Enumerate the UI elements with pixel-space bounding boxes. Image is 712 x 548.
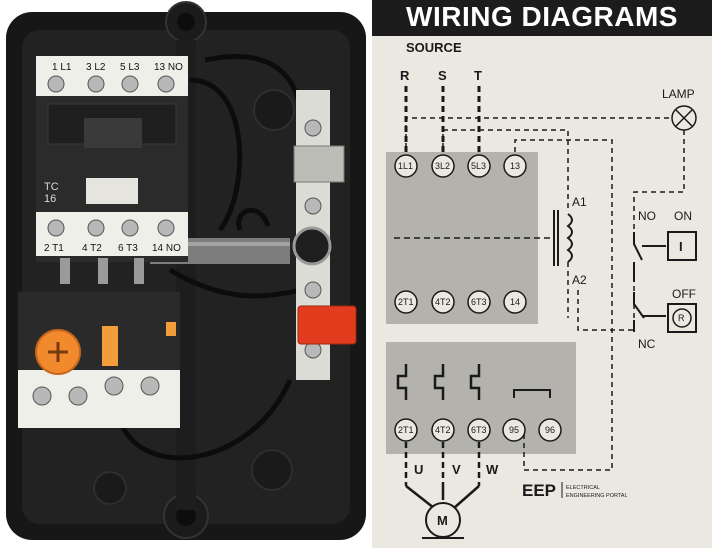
contactor-model: TC bbox=[44, 181, 59, 193]
phase-s: S bbox=[438, 68, 447, 83]
pushbutton-upper[interactable] bbox=[293, 145, 345, 183]
link-3 bbox=[134, 258, 144, 284]
contactor-model-number: 16 bbox=[44, 193, 56, 205]
starter-photo-drawing: 1 L1 3 L2 5 L3 13 NO TC 16 2 T1 4 T2 6 T… bbox=[6, 1, 366, 540]
on-button-box[interactable] bbox=[667, 231, 697, 261]
on-symbol: I bbox=[679, 239, 683, 254]
terminal-4T2: 4T2 bbox=[435, 297, 451, 307]
terminal-5L3: 5L3 bbox=[471, 161, 486, 171]
terminal-2T1: 2T1 bbox=[398, 297, 414, 307]
terminal-1L1: 1L1 bbox=[398, 161, 413, 171]
source-label: SOURCE bbox=[406, 40, 462, 55]
eep-logo-line1: ELECTRICAL bbox=[566, 485, 600, 491]
bottom-mounting-hole bbox=[176, 506, 196, 526]
overload-trip-contact bbox=[513, 389, 551, 398]
overload-test-tab[interactable] bbox=[166, 322, 176, 336]
terminal-13: 13 bbox=[510, 161, 520, 171]
contactor-bottom-label-4: 14 NO bbox=[152, 243, 181, 254]
wire-3 bbox=[168, 267, 301, 299]
contactor-bottom-label-3: 6 T3 bbox=[118, 243, 138, 254]
source-feeds bbox=[404, 86, 481, 152]
wiring-diagram-panel: SOURCE R S T LAMP 1L1 3L2 5L3 13 A1 A2 N… bbox=[372, 0, 712, 548]
wire-1 bbox=[189, 77, 243, 232]
contactor-actuator bbox=[84, 118, 142, 148]
contactor-nameplate bbox=[86, 178, 138, 204]
top-terminal-circles bbox=[394, 154, 527, 178]
coil-a2-label: A2 bbox=[572, 273, 587, 287]
motor-label: M bbox=[437, 513, 448, 528]
contactor-top-label-1: 1 L1 bbox=[52, 62, 72, 73]
link-1 bbox=[60, 258, 70, 284]
lamp-label: LAMP bbox=[662, 87, 695, 101]
coil-symbol bbox=[566, 213, 573, 263]
wiring-diagram: SOURCE R S T LAMP 1L1 3L2 5L3 13 A1 A2 N… bbox=[386, 40, 697, 539]
mid-terminal-circles bbox=[394, 290, 527, 314]
thermal-elements bbox=[396, 364, 481, 400]
off-label: OFF bbox=[672, 287, 696, 301]
terminal-3L2: 3L2 bbox=[435, 161, 450, 171]
boss-bottom-left bbox=[93, 471, 127, 505]
ol-terminal-2T1: 2T1 bbox=[398, 425, 414, 435]
ol-terminal-96: 96 bbox=[545, 425, 555, 435]
diagram-title: WIRING DIAGRAMS bbox=[372, 0, 712, 36]
overload-terminal-circles bbox=[394, 418, 562, 442]
eep-logo-line2: ENGINEERING PORTAL bbox=[566, 493, 628, 499]
stop-button[interactable] bbox=[297, 305, 357, 345]
terminal-14: 14 bbox=[510, 297, 520, 307]
motor-lead-u: U bbox=[414, 462, 423, 477]
phase-t: T bbox=[474, 68, 482, 83]
starter-photo: 1 L1 3 L2 5 L3 13 NO TC 16 2 T1 4 T2 6 T… bbox=[6, 1, 366, 540]
overload-reset-button[interactable] bbox=[102, 326, 118, 366]
on-label: ON bbox=[674, 209, 692, 223]
contactor-bottom-screws bbox=[47, 219, 175, 237]
contactor-top-label-2: 3 L2 bbox=[86, 62, 106, 73]
contactor-top-screws bbox=[47, 75, 175, 93]
motor-leads bbox=[404, 442, 481, 486]
contactor-bottom-label-1: 2 T1 bbox=[44, 243, 64, 254]
no-label: NO bbox=[638, 209, 656, 223]
wire-5 bbox=[236, 207, 271, 231]
top-mounting-hole bbox=[177, 13, 195, 31]
boss-top-right bbox=[253, 89, 295, 131]
phase-r: R bbox=[400, 68, 410, 83]
motor-lead-w: W bbox=[486, 462, 499, 477]
contactor-top-label-3: 5 L3 bbox=[120, 62, 140, 73]
contactor-top-label-4: 13 NO bbox=[154, 62, 183, 73]
link-2 bbox=[98, 258, 108, 284]
coil-a1-label: A1 bbox=[572, 195, 587, 209]
wire-4 bbox=[117, 378, 293, 461]
off-symbol: R bbox=[678, 313, 685, 323]
ol-terminal-6T3: 6T3 bbox=[471, 425, 487, 435]
ol-terminal-4T2: 4T2 bbox=[435, 425, 451, 435]
terminal-6T3: 6T3 bbox=[471, 297, 487, 307]
indicator-lamp bbox=[292, 226, 332, 266]
off-pushbutton-symbol bbox=[633, 292, 645, 332]
eep-logo: EEP bbox=[522, 481, 556, 500]
contactor-bottom-label-2: 4 T2 bbox=[82, 243, 102, 254]
control-wiring bbox=[405, 117, 685, 471]
boss-bottom-right bbox=[251, 449, 293, 491]
nc-label: NC bbox=[638, 337, 656, 351]
ol-terminal-95: 95 bbox=[509, 425, 519, 435]
overload-screws bbox=[32, 376, 160, 406]
on-pushbutton-symbol bbox=[633, 232, 643, 282]
motor-lead-v: V bbox=[452, 462, 461, 477]
